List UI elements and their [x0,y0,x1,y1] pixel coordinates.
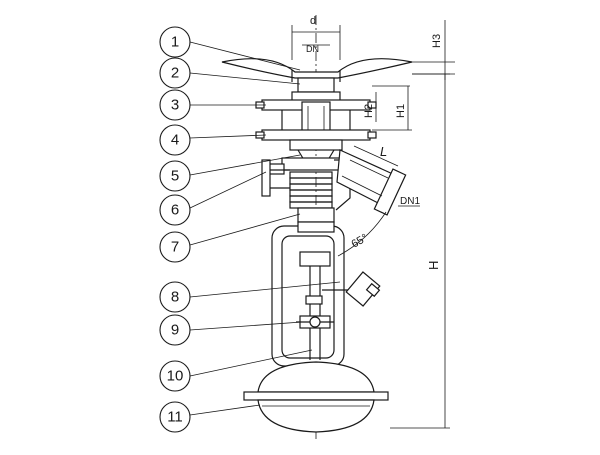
dim-l: L [353,144,399,167]
svg-text:10: 10 [167,368,184,385]
callout-3: 3 [159,89,191,121]
label-h3: H3 [431,34,443,48]
dim-dn: DN [302,44,330,54]
yoke [271,221,345,367]
svg-text:9: 9 [171,322,179,339]
actuator [243,361,389,433]
limit-switch [345,271,381,307]
dim-d: d [291,15,341,60]
callout-1: 1 [159,26,191,58]
svg-text:11: 11 [167,409,183,426]
valve-body [261,157,351,223]
svg-text:5: 5 [171,168,179,185]
callout-10: 10 [159,360,191,392]
label-angle: 65° [350,232,370,251]
dim-dn1: DN1 [398,196,420,207]
leader-lines [189,41,341,416]
label-h2: H2 [363,104,375,118]
dim-h2: H2 [363,92,377,122]
label-dn1: DN1 [400,196,420,207]
callout-7: 7 [159,231,191,263]
label-dn: DN [306,44,319,54]
dim-h: H [390,73,450,429]
bellows [289,171,333,209]
label-l: L [380,144,387,159]
dim-h1: H1 [372,85,412,131]
callout-11: 11 [159,401,191,433]
outlet-nozzle [336,149,407,216]
callout-8: 8 [159,281,191,313]
svg-text:6: 6 [171,202,179,219]
svg-text:4: 4 [171,132,179,149]
dim-angle: 65° [337,211,387,257]
svg-text:8: 8 [171,289,179,306]
svg-text:7: 7 [171,239,179,256]
label-d: d [310,15,316,27]
callout-2: 2 [159,57,191,89]
dim-h3: H3 [412,20,455,80]
callout-5: 5 [159,160,191,192]
callout-9: 9 [159,314,191,346]
label-h1: H1 [395,104,407,118]
svg-text:3: 3 [171,97,179,114]
svg-text:2: 2 [171,65,179,82]
stem [299,251,381,360]
callout-6: 6 [159,194,191,226]
label-h: H [426,261,441,270]
svg-text:1: 1 [171,34,179,51]
callout-4: 4 [159,124,191,156]
